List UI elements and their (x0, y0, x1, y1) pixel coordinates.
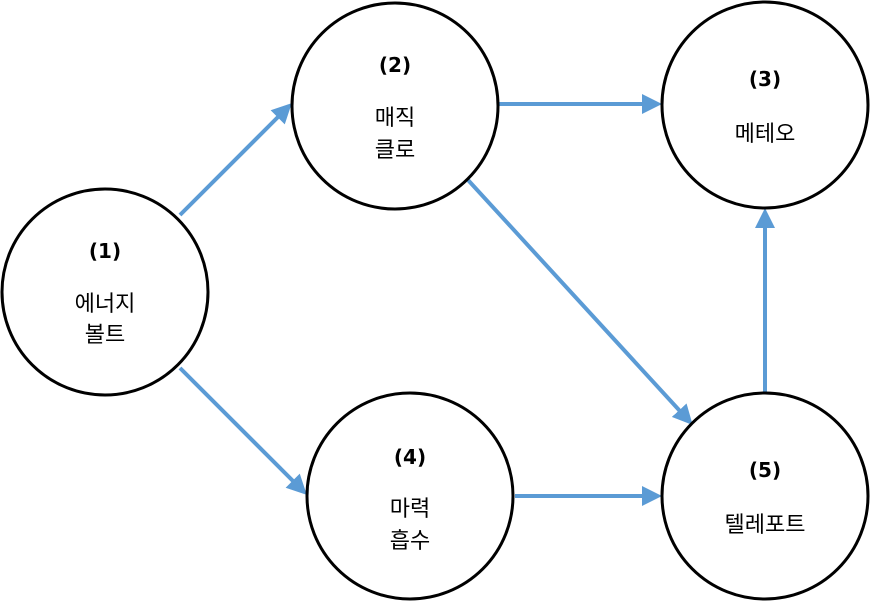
node-5-teleport: (5) 텔레포트 (660, 391, 870, 601)
node-3-number: (3) (749, 67, 781, 91)
node-3-circle (660, 0, 870, 210)
node-5-label-line1: 텔레포트 (725, 513, 806, 538)
node-2-number: (2) (379, 53, 411, 77)
node-1-circle (0, 187, 210, 397)
edges (178, 94, 775, 506)
node-3-meteor: (3) 메테오 (660, 0, 870, 210)
node-4-label-line1: 마력 (390, 497, 430, 522)
node-2-label-line1: 매직 (375, 106, 415, 131)
node-4-circle (305, 391, 515, 601)
node-5-number: (5) (749, 458, 781, 482)
edge-1-to-2 (178, 103, 292, 217)
node-2-label-line2: 클로 (375, 138, 415, 163)
edge-1-to-4 (178, 366, 307, 495)
node-3-label-line1: 메테오 (735, 122, 796, 147)
node-4-mana-absorb: (4) 마력 흡수 (305, 391, 515, 601)
node-5-circle (660, 391, 870, 601)
node-2-magic-claw: (2) 매직 클로 (290, 1, 500, 211)
edge-2-to-5 (466, 178, 693, 425)
node-1-number: (1) (89, 239, 121, 263)
node-1-label-line2: 볼트 (85, 323, 125, 348)
node-4-label-line2: 흡수 (390, 529, 430, 554)
node-4-number: (4) (394, 445, 426, 469)
node-2-circle (290, 1, 500, 211)
node-1-energy-bolt: (1) 에너지 볼트 (0, 187, 210, 397)
node-1-label-line1: 에너지 (75, 292, 136, 317)
